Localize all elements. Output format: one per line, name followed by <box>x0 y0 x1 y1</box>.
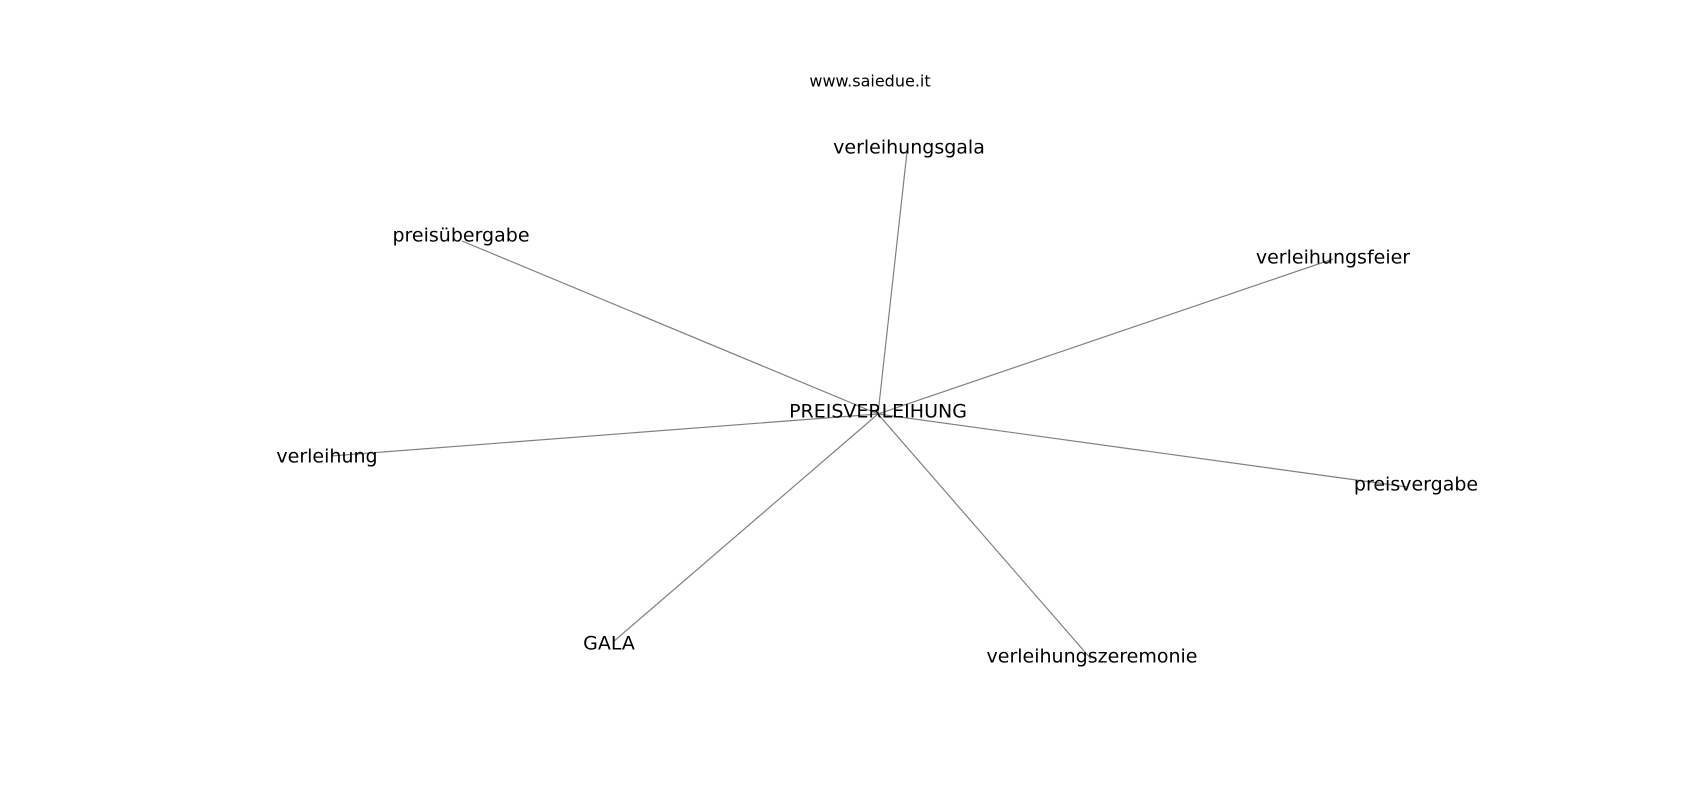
center-node-label: PREISVERLEIHUNG <box>789 401 967 423</box>
edge-preisübergabe <box>461 240 879 415</box>
watermark-text: www.saiedue.it <box>809 72 930 91</box>
edge-verleihungsgala <box>877 151 908 415</box>
edge-verleihungsfeier <box>877 258 1334 415</box>
node-label-verleihungsgala: verleihungsgala <box>833 137 985 159</box>
label-layer: PREISVERLEIHUNG verleihungsgala preisüber… <box>276 137 1478 668</box>
edge-layer <box>330 151 1408 660</box>
node-label-verleihungsfeier: verleihungsfeier <box>1256 247 1410 269</box>
edge-verleihung <box>330 413 879 457</box>
node-label-gala: GALA <box>583 633 635 655</box>
node-label-preisvergabe: preisvergabe <box>1354 474 1478 496</box>
node-label-verleihungszeremonie: verleihungszeremonie <box>987 646 1198 668</box>
edge-verleihungszeremonie <box>877 413 1092 660</box>
edge-preisvergabe <box>877 413 1408 488</box>
edge-gala <box>612 413 879 643</box>
node-label-preisübergabe: preisübergabe <box>392 225 529 247</box>
node-label-verleihung: verleihung <box>276 446 377 468</box>
